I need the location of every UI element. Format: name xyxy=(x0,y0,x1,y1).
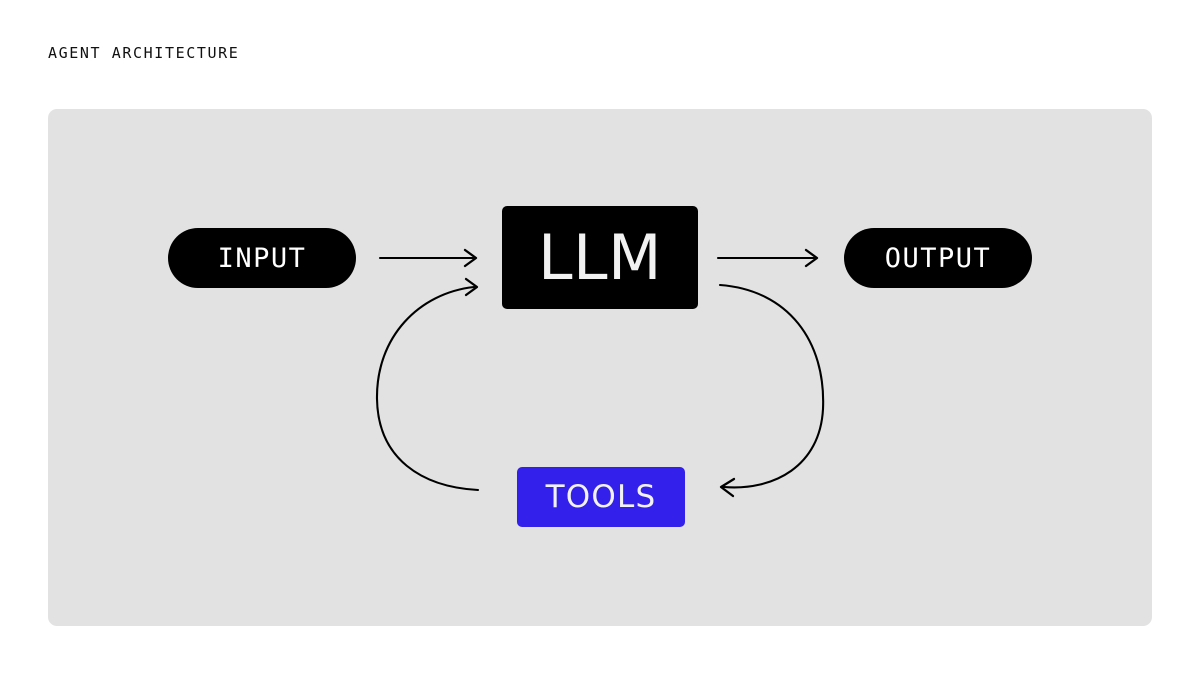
node-output-label: OUTPUT xyxy=(884,242,992,274)
edge-llm-to-output xyxy=(716,248,819,268)
node-llm-label: LLM xyxy=(537,220,663,294)
node-llm[interactable]: LLM xyxy=(502,206,698,309)
edge-llm-to-tools xyxy=(718,283,825,498)
node-tools-label: TOOLS xyxy=(545,479,657,515)
page-title: AGENT ARCHITECTURE xyxy=(48,44,240,62)
diagram-edge-layer xyxy=(375,248,825,498)
edge-tools-to-llm xyxy=(375,277,480,492)
node-tools[interactable]: TOOLS xyxy=(517,467,685,527)
edge-input-to-llm xyxy=(378,248,478,268)
node-input[interactable]: INPUT xyxy=(168,228,356,288)
node-output[interactable]: OUTPUT xyxy=(844,228,1032,288)
node-input-label: INPUT xyxy=(217,242,307,274)
diagram-panel: INPUT LLM OUTPUT TOOLS xyxy=(48,109,1152,626)
